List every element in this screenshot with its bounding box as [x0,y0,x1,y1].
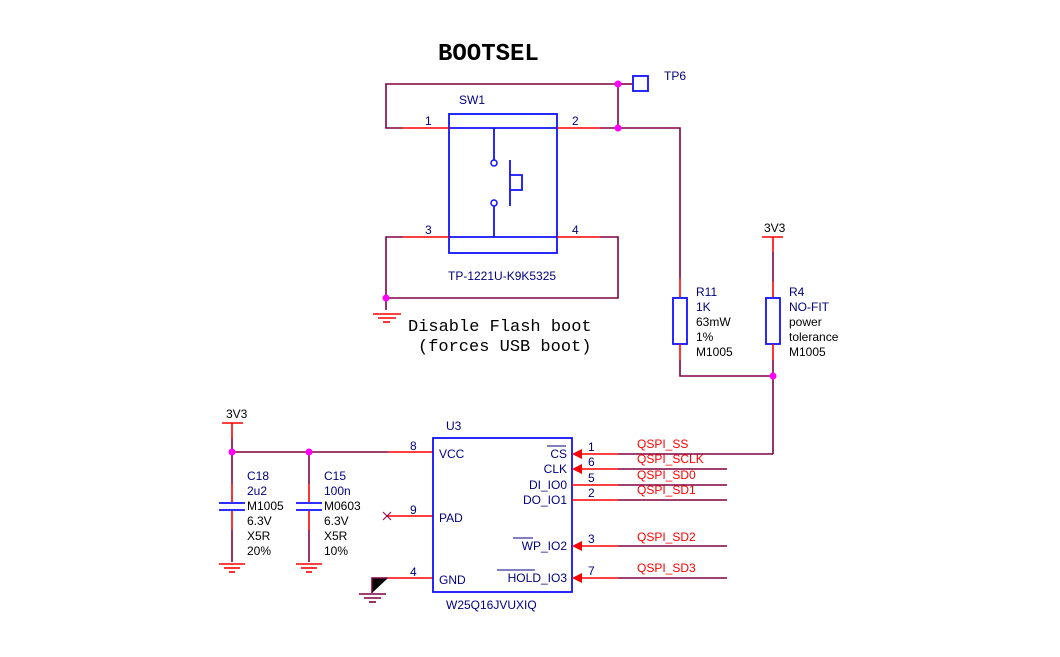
r11-package: M1005 [696,345,733,359]
r11-value: 1K [696,300,711,314]
u3-pin-num-vcc: 8 [410,439,417,453]
c15-dielectric: X5R [324,529,348,543]
r4-package: M1005 [789,345,826,359]
u3-pin-name-cs: CS [550,447,567,461]
u3-pin-name-io3: HOLD_IO3 [508,571,568,585]
net-label-qspi-sd3: QSPI_SD3 [637,561,696,575]
r4-tolerance: tolerance [789,330,839,344]
r11-tolerance: 1% [696,330,714,344]
u3-pin-num-pad: 9 [410,503,417,517]
u3-pin-num-gnd: 4 [410,565,417,579]
c15-value: 100n [324,484,351,498]
testpoint-tp6: TP6 [632,69,686,92]
c15-voltage: 6.3V [324,514,349,528]
u3-pin-name-io0: DI_IO0 [529,478,567,492]
sw1-part: TP-1221U-K9K5325 [448,269,556,283]
switch-sw1: 1 2 3 4 SW1 TP-1221U-K9K5325 [403,93,600,283]
flash-power-rail: 3V3 [222,407,433,453]
flash-body [432,437,573,593]
c18-package: M1005 [247,499,284,513]
net-label-qspi-sd0: QSPI_SD0 [637,468,696,482]
resistor-body [672,297,688,345]
tp6-ref: TP6 [664,69,686,83]
sw1-pin-2: 2 [572,114,579,128]
c18-ref: C18 [247,469,269,483]
u3-pin-name-pad: PAD [439,511,463,525]
junction-dot [228,448,236,456]
c15-tolerance: 10% [324,544,348,558]
u3-pin-num-io3: 7 [588,564,595,578]
section-title: BOOTSEL [438,41,539,68]
u3-pin-num-io0: 5 [588,471,595,485]
u3-ref: U3 [446,419,462,433]
flash-u3: U3 W25Q16JVUXIQ 8 VCC 9 PAD 4 GND CS CLK… [410,419,573,612]
c18-dielectric: X5R [247,529,271,543]
r11-ref: R11 [696,285,717,299]
resistor-r11: R11 1K 63mW 1% M1005 [672,278,773,377]
c15-package: M0603 [324,499,361,513]
no-connect-marker [382,511,433,521]
net-label-qspi-ss: QSPI_SS [637,437,688,451]
c18-tolerance: 20% [247,544,271,558]
u3-pin-num-clk: 6 [588,455,595,469]
junction-dot [769,372,777,380]
sw1-pin-1: 1 [425,114,432,128]
r4-rail-label: 3V3 [764,221,786,235]
u3-pin-name-io2: WP_IO2 [522,539,568,553]
sw1-ref: SW1 [459,93,485,107]
net-label-qspi-sd1: QSPI_SD1 [637,483,696,497]
testpoint-pad [632,75,649,92]
u3-pin-num-io1: 2 [588,486,595,500]
r4-ref: R4 [789,285,805,299]
r11-power: 63mW [696,315,731,329]
c18-voltage: 6.3V [247,514,272,528]
r4-power: power [789,315,822,329]
flash-right-pins: 1 QSPI_SS 6 QSPI_SCLK 5 QSPI_SD0 2 QSPI_… [572,437,773,583]
r4-value: NO-FIT [789,300,830,314]
junction-dot [614,80,622,88]
u3-pin-num-cs: 1 [588,440,595,454]
c15-ref: C15 [324,469,346,483]
u3-part: W25Q16JVUXIQ [446,598,537,612]
u3-pin-name-clk: CLK [544,462,567,476]
u3-pin-name-io1: DO_IO1 [523,493,567,507]
junction-dot [305,448,313,456]
u3-pin-name-vcc: VCC [439,447,465,461]
u3-pin-num-io2: 3 [588,532,595,546]
ground-symbol [373,313,401,323]
net-label-qspi-sclk: QSPI_SCLK [637,452,704,466]
note-line-1: Disable Flash boot [408,318,592,337]
c18-value: 2u2 [247,484,267,498]
flash-rail-label: 3V3 [226,407,248,421]
flash-gnd [359,577,433,603]
sw1-pin-3: 3 [425,223,432,237]
resistor-r4: 3V3 R4 NO-FIT power tolerance M1005 [762,221,839,454]
junction-dot [382,294,390,302]
capacitor-c15: C15 100n M0603 6.3V X5R 10% [296,452,361,573]
net-label-qspi-sd2: QSPI_SD2 [637,530,696,544]
switch-body [448,113,558,254]
sw1-pin-4: 4 [572,223,579,237]
note-line-2: (forces USB boot) [418,338,591,357]
u3-pin-name-gnd: GND [439,573,466,587]
capacitor-c18: C18 2u2 M1005 6.3V X5R 20% [219,452,284,573]
junction-dot [614,124,622,132]
resistor-body [765,297,781,345]
